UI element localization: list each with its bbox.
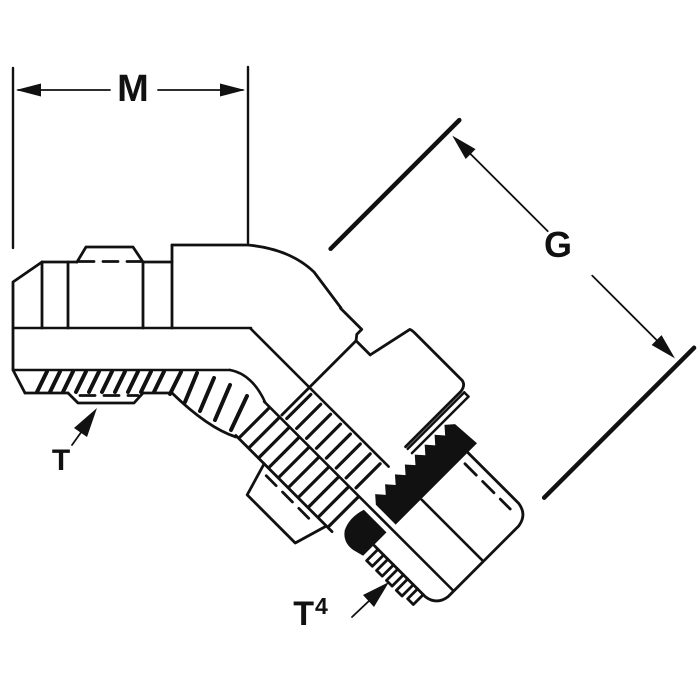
m-dimension (11, 65, 250, 250)
t-thread-label: T (51, 444, 71, 477)
branch-neck-edge (339, 306, 364, 343)
seal-ring-lower (344, 509, 387, 556)
thread-hatch-strokes (35, 369, 249, 432)
m-arrowhead-left (16, 83, 41, 97)
nut-left-edge (280, 339, 358, 417)
stud-outline (373, 451, 525, 603)
g-extension-line-bend-plane (328, 117, 462, 252)
m-dimension-label: M (117, 68, 149, 110)
t-arrowhead (74, 408, 97, 437)
elbow-outer-bend (170, 243, 343, 310)
g-arrowhead-right (651, 335, 675, 359)
flare-nose-outline (11, 260, 44, 395)
t4-callout-arrow (351, 582, 389, 618)
hex-bump-bottom (66, 391, 145, 405)
nut-dashed-lower (264, 474, 316, 526)
t4-thread-label: T4 (293, 595, 328, 633)
branch-thread-ticks-lower (238, 407, 360, 528)
t-callout-arrow (71, 408, 97, 446)
t4-label-base: T (293, 595, 314, 633)
hatch-outer-bend-curve (170, 391, 238, 439)
stud-dashed-crest (463, 462, 512, 511)
elbow-branch-rotated (234, 117, 697, 606)
g-dim-line-left (469, 152, 549, 233)
washer (406, 391, 470, 455)
hex-bump-top (75, 245, 145, 264)
g-dim-line-right (591, 274, 659, 342)
branch-centerline-b (420, 498, 484, 562)
g-extension-line-tip-plane (541, 345, 697, 500)
branch-band-lower-line (262, 400, 454, 591)
band-line-bend-curve (228, 368, 267, 404)
g-dimension (328, 117, 697, 500)
hex-locknut (245, 328, 465, 545)
branch-thread-ticks-upper (285, 392, 382, 490)
stud-end (365, 451, 525, 606)
fitting-left-end (11, 243, 343, 439)
seal-ring-upper (375, 424, 477, 525)
branch-centerline-a (249, 327, 390, 468)
stud-thread-teeth (365, 547, 425, 606)
nut-face-edge-upper (354, 339, 372, 357)
branch-thread-outer-line (234, 434, 334, 534)
seal-ring (344, 424, 477, 556)
t-leader-line (71, 430, 83, 446)
nut-bump-upper (368, 328, 465, 449)
g-dimension-label: G (543, 224, 573, 265)
t4-label-superscript: 4 (314, 593, 328, 619)
m-arrowhead-right (220, 83, 245, 97)
g-arrowhead-left (452, 135, 476, 160)
t4-leader-line (351, 599, 371, 618)
t4-arrowhead (363, 582, 389, 607)
nut-bump-lower (245, 462, 328, 545)
